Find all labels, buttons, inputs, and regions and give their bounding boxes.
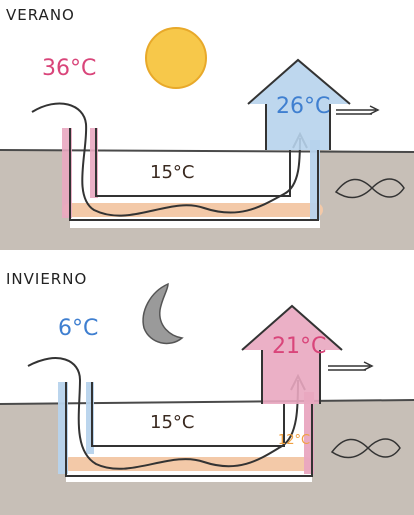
winter-house-temp: 21°C [272,334,327,359]
summer-outlet-band [310,140,320,220]
winter-airflow [27,357,299,470]
summer-inlet-band-inner [90,128,98,198]
winter-outside-temp: 6°C [58,316,99,341]
winter-tunnel [65,382,313,477]
summer-vent [336,105,380,115]
winter-outlet-band [304,392,314,474]
moon-icon [142,282,184,345]
winter-ground [0,400,414,515]
winter-panel [0,282,414,515]
summer-ground [0,150,414,250]
summer-inlet-band [62,128,72,218]
winter-season-label: INVIERNO [6,270,88,288]
winter-ground-temp: 15°C [150,412,195,433]
summer-fan-icon [334,178,405,199]
winter-ground-line [0,399,414,405]
winter-inlet-band-inner [86,382,94,454]
winter-vent [328,361,374,371]
summer-tunnel [69,128,319,221]
winter-fan-icon [330,438,401,459]
sun-icon [145,27,207,89]
summer-panel [0,27,414,250]
summer-outside-temp: 36°C [42,56,97,81]
winter-house [241,304,343,404]
summer-season-label: VERANO [6,6,75,24]
summer-ground-temp: 15°C [150,162,195,183]
summer-airflow [31,102,301,217]
winter-inlet-band [58,382,68,474]
summer-house [247,58,351,150]
winter-outlet-temp: 12°C [278,433,311,448]
summer-house-temp: 26°C [276,94,331,119]
